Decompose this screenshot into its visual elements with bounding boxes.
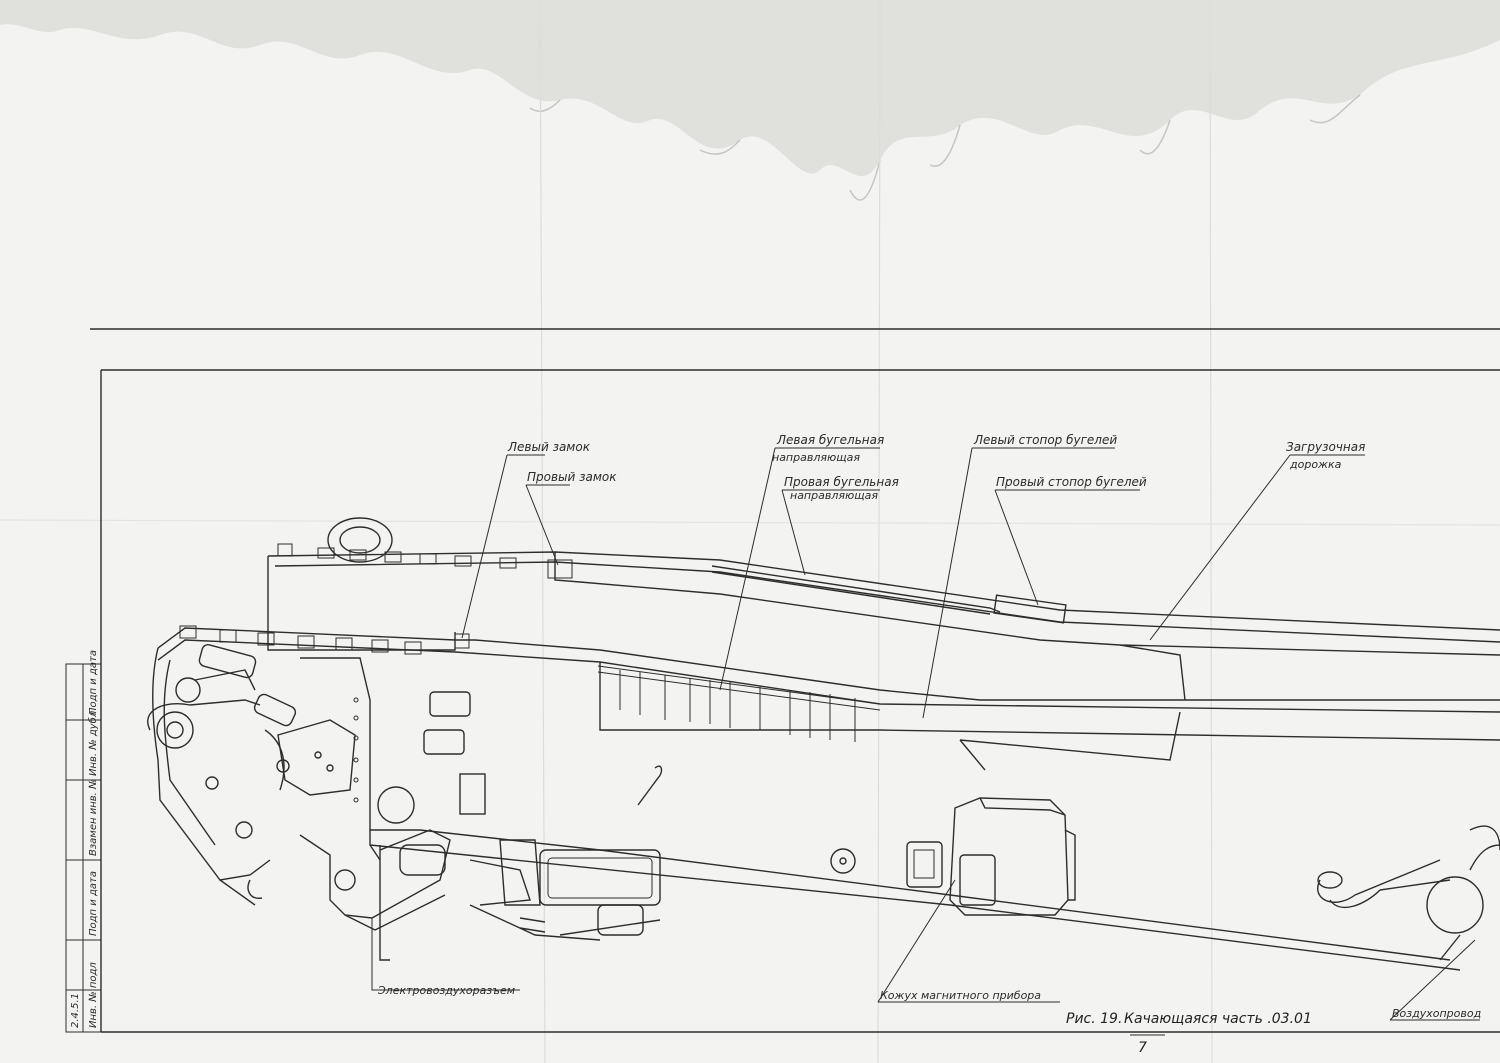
labels: Левый замок Провый замок Левая бугельная… — [377, 433, 1481, 1020]
label-pravyi-stopor: Провый стопор бугелей — [996, 475, 1147, 489]
main-body — [157, 625, 1500, 971]
label-elektrovozdukhorazem: Электровоздухоразъем — [377, 984, 515, 997]
front-linkage — [147, 644, 451, 961]
label-pravaya-bugelnaya-line1: Провая бугельная — [784, 475, 899, 489]
label-vozdukhoprovod: Воздухопровод — [1392, 1007, 1481, 1020]
figure-caption: Рис. 19. Качающаяся часть .03.01 7 — [1066, 1011, 1312, 1056]
page-number: 7 — [1138, 1040, 1147, 1056]
label-pravyi-zamok: Провый замок — [527, 470, 617, 484]
side-stamp-table — [65, 663, 102, 1033]
water-stain — [0, 0, 1500, 177]
upper-rail-assembly — [267, 517, 1500, 701]
water-stain-edges — [529, 94, 1361, 201]
magnetic-device-cover — [906, 797, 1076, 916]
stamp-col4: Подп и дата — [88, 871, 99, 936]
label-pravaya-bugelnaya-line2: направляющая — [790, 489, 878, 502]
stamp-col5: Инв. № подл — [88, 962, 99, 1028]
label-levyi-stopor: Левый стопор бугелей — [973, 433, 1117, 447]
label-kozhukh: Кожух магнитного прибора — [880, 989, 1041, 1002]
stamp-col2: Инв. № дубл — [87, 710, 99, 776]
stamp-col6: 2.4.5.1 — [70, 993, 81, 1028]
leader-lines — [371, 447, 1480, 1021]
side-stamp-text: Подп и дата Инв. № дубл Взамен инв. № По… — [70, 650, 99, 1028]
label-zagruzochnaya-line1: Загрузочная — [1286, 440, 1365, 454]
stamp-col3: Взамен инв. № — [88, 779, 99, 856]
caption-prefix: Рис. 19. — [1066, 1011, 1122, 1027]
label-zagruzochnaya-line2: дорожка — [1289, 458, 1342, 471]
label-levaya-bugelnaya-line1: Левая бугельная — [776, 433, 884, 447]
right-pipe-assembly — [1317, 825, 1500, 961]
lower-mechanism — [469, 839, 661, 941]
label-levaya-bugelnaya-line2: направляющая — [772, 451, 860, 464]
stamp-col1: Подп и дата — [88, 650, 99, 715]
label-levyi-zamok: Левый замок — [507, 440, 591, 454]
caption-text: Качающаяся часть .03.01 — [1124, 1011, 1312, 1027]
